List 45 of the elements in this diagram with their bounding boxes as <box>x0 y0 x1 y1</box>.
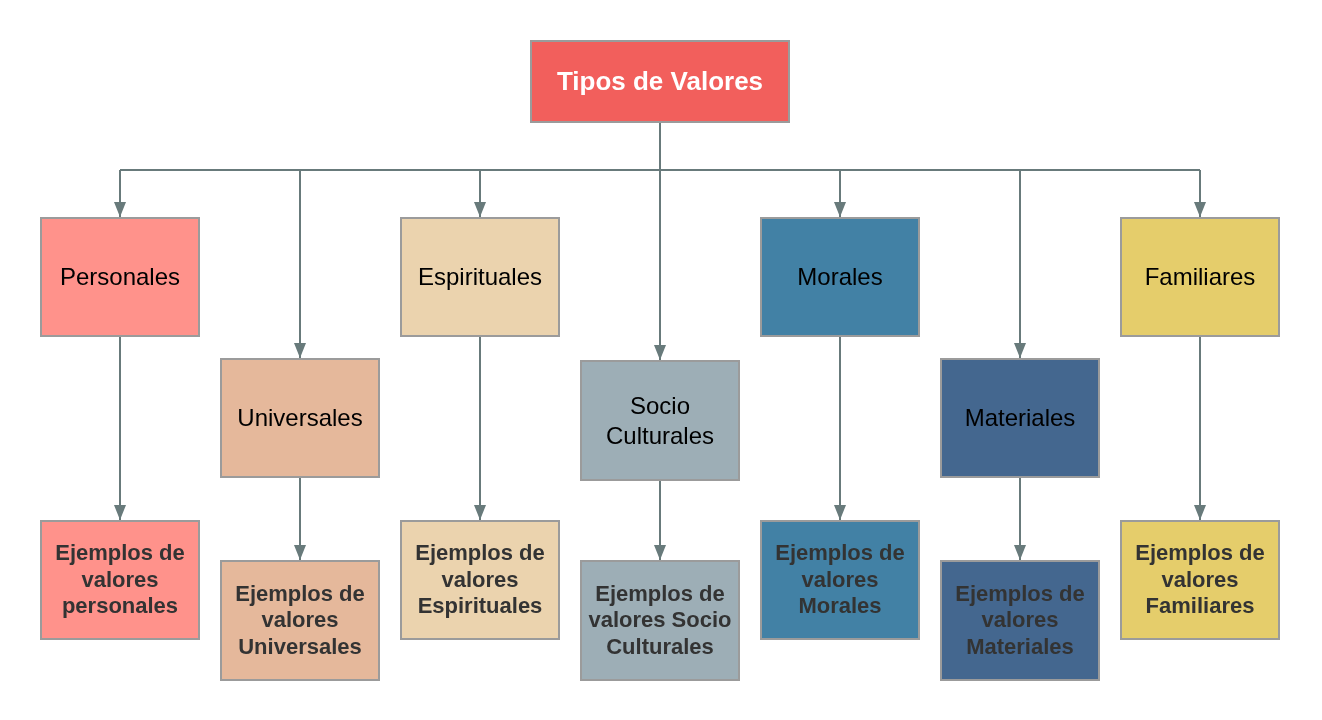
example-box <box>220 560 380 681</box>
arrow <box>1194 336 1206 521</box>
root-box <box>530 40 790 123</box>
example-box <box>400 520 560 640</box>
node-label: Ejemplos de valores Universales <box>234 580 366 661</box>
example-box <box>760 520 920 640</box>
node-label: Tipos de Valores <box>556 65 764 98</box>
arrow <box>474 336 486 521</box>
arrow <box>1194 169 1206 218</box>
arrow <box>474 169 486 218</box>
node-label: Ejemplos de valores Familiares <box>1134 540 1266 620</box>
node-label: Ejemplos de valores personales <box>54 540 186 620</box>
arrow <box>834 336 846 521</box>
node-label: Ejemplos de valores Materiales <box>954 580 1086 661</box>
category-box <box>940 358 1100 478</box>
arrow <box>114 336 126 521</box>
arrow <box>654 480 666 561</box>
node-label: Ejemplos de valores Espirituales <box>414 540 546 620</box>
node-label: Morales <box>797 262 883 292</box>
node-label: Materiales <box>964 403 1076 433</box>
category-box <box>40 217 200 337</box>
node-label: Personales <box>59 262 181 292</box>
node-label: Espirituales <box>417 262 543 292</box>
example-box <box>40 520 200 640</box>
arrow <box>834 169 846 218</box>
node-label: Ejemplos de valores Morales <box>774 540 906 620</box>
category-box <box>220 358 380 478</box>
example-box <box>580 560 740 681</box>
node-label: Socio Culturales <box>604 390 715 451</box>
arrow <box>114 169 126 218</box>
category-box <box>580 360 740 481</box>
category-box <box>400 217 560 337</box>
node-label: Ejemplos de valores Socio Culturales <box>587 580 733 661</box>
arrow <box>1014 169 1026 359</box>
arrow <box>1014 477 1026 561</box>
example-box <box>940 560 1100 681</box>
arrow <box>654 169 666 361</box>
arrow <box>294 169 306 359</box>
category-box <box>1120 217 1280 337</box>
node-label: Universales <box>237 403 363 433</box>
connector-trunk <box>119 122 1201 171</box>
category-box <box>760 217 920 337</box>
example-box <box>1120 520 1280 640</box>
arrow <box>294 477 306 561</box>
node-label: Familiares <box>1144 262 1256 292</box>
